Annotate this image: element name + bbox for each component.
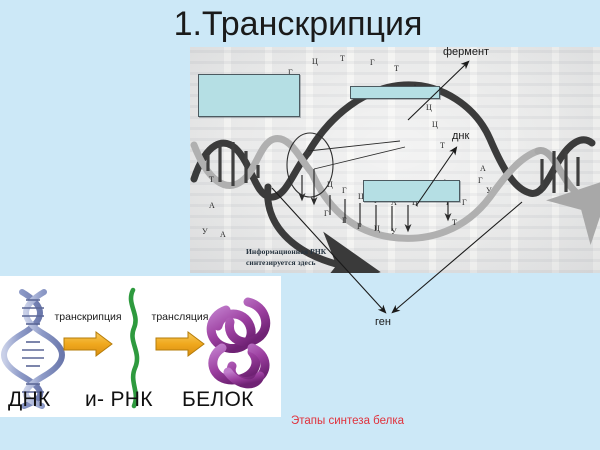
label-enzyme: фермент xyxy=(443,46,490,58)
nucleotide-letter: А xyxy=(480,164,486,173)
panel-label-dna: ДНК xyxy=(8,388,51,411)
nucleotide-letter: Т xyxy=(440,141,445,150)
nucleotide-letter: У xyxy=(202,227,208,236)
nucleotide-letter: Г xyxy=(342,186,347,195)
nucleotide-letter: Г xyxy=(342,216,347,225)
label-gene: ген xyxy=(375,316,391,328)
nucleotide-letter: Т xyxy=(452,218,457,227)
panel-label-mrna: и- РНК xyxy=(85,388,153,411)
nucleotide-letter: А xyxy=(209,201,215,210)
nucleotide-letter: Т xyxy=(209,175,214,184)
nucleotide-letter: Т xyxy=(340,54,345,63)
footnote-text: Этапы синтеза белка xyxy=(291,415,405,427)
nucleotide-letter: Ц xyxy=(312,57,318,66)
nucleotide-letter: Г xyxy=(357,222,362,231)
answer-box-2[interactable] xyxy=(350,86,440,99)
nucleotide-letter: Ц xyxy=(374,224,380,233)
nucleotide-letter: У xyxy=(486,186,492,195)
nucleotide-letter: Ц xyxy=(327,180,333,189)
arrow-label-translation: трансляция xyxy=(152,311,209,323)
page-title: 1.Транскрипция xyxy=(173,5,423,43)
nucleotide-letter: Г xyxy=(478,176,483,185)
panel-graphics: транскрипция трансляция xyxy=(1,287,271,409)
transcription-diagram: Т А У А Г Ц Г Ц Т Г Т А Ц Ц Т А Г Ц Г Г … xyxy=(190,47,600,273)
panel-label-protein: БЕЛОК xyxy=(182,388,254,411)
arrow-label-transcription: транскрипция xyxy=(54,311,121,323)
label-dna: днк xyxy=(452,130,470,142)
nucleotide-letter: У xyxy=(391,227,397,236)
answer-box-1[interactable] xyxy=(198,74,300,117)
nucleotide-letter: Т xyxy=(394,64,399,73)
nucleotide-letter: Ц xyxy=(432,120,438,129)
protein-synthesis-panel: транскрипция трансляция ДНК и- РНК БЕЛОК xyxy=(0,276,281,417)
nucleotide-letter: А xyxy=(220,230,226,239)
mrna-caption-line1: Информационная РНК xyxy=(246,247,327,256)
nucleotide-letter: Г xyxy=(324,209,329,218)
nucleotide-letter: Г xyxy=(288,68,293,77)
answer-box-3[interactable] xyxy=(363,180,460,202)
nucleotide-letter: Г xyxy=(462,198,467,207)
mrna-caption-line2: синтезируется здесь xyxy=(246,258,316,267)
nucleotide-letter: Г xyxy=(370,58,375,67)
nucleotide-letter: Ц xyxy=(426,103,432,112)
